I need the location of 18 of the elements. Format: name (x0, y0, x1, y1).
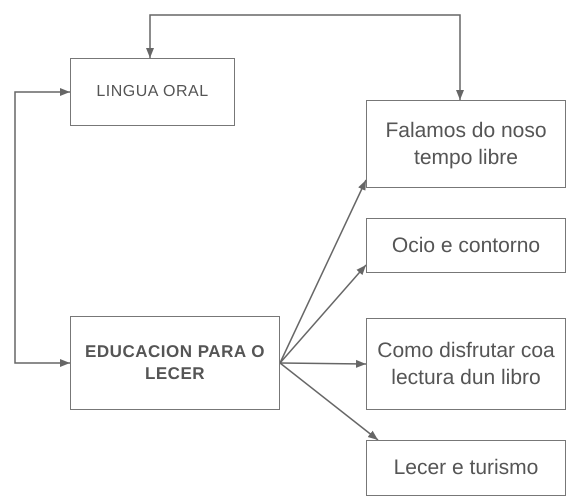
arrow (279, 180, 367, 364)
text-box (366, 440, 566, 496)
box-text: Como disfrutar coa lectura dun libro (376, 338, 556, 391)
arrow (279, 264, 367, 364)
text-box (70, 58, 235, 126)
box-text: EDUCACION PARA O LECER (84, 340, 266, 385)
text-box (366, 218, 566, 273)
box-text: Ocio e contorno (390, 232, 542, 259)
arrow (146, 14, 464, 100)
arrow (14, 88, 70, 367)
text-box (366, 100, 566, 188)
box-text: LINGUA ORAL (95, 82, 210, 102)
text-box (366, 318, 566, 410)
text-box (70, 316, 280, 410)
box-text: Lecer e turismo (392, 455, 540, 482)
arrow (280, 362, 378, 441)
box-text: Falamos do noso tempo libre (384, 118, 548, 171)
arrow (280, 360, 366, 368)
